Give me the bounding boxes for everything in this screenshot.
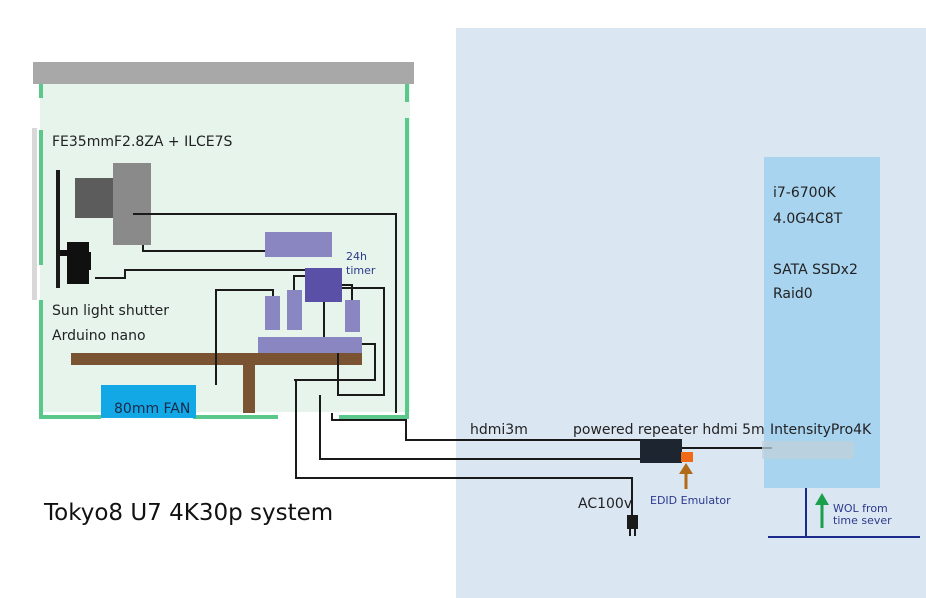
pc-storage-label: SATA SSDx2 xyxy=(773,262,858,278)
enclosure-roof xyxy=(33,62,414,84)
camera-lens xyxy=(75,178,117,218)
ac-plug-pin-2 xyxy=(634,529,636,536)
adapter-3 xyxy=(345,300,360,332)
cable-hdmi-a xyxy=(331,413,640,441)
enclosure-right-wall xyxy=(405,118,409,418)
fan xyxy=(101,385,196,418)
fan-label: 80mm FAN xyxy=(114,401,191,417)
shutter-arm xyxy=(56,170,60,288)
shutter-label: Sun light shutter xyxy=(52,303,169,319)
cable-camera-power xyxy=(142,245,265,252)
edid-arrow-head xyxy=(679,463,693,474)
cable-strip-2 xyxy=(337,287,385,396)
pc-raid-label: Raid0 xyxy=(773,286,813,302)
cable-adapter2 xyxy=(293,275,305,290)
edid-emulator-plug xyxy=(681,452,693,462)
adapter-2 xyxy=(287,290,302,330)
ac-plug xyxy=(627,515,638,529)
enclosure-left-wall-lower xyxy=(39,300,43,418)
hdmi3m-label: hdmi3m xyxy=(470,422,528,438)
power-strip xyxy=(258,337,362,353)
wol-arrow-head xyxy=(815,493,829,505)
edid-label: EDID Emulator xyxy=(650,494,731,507)
camera-label: FE35mmF2.8ZA + ILCE7S xyxy=(52,134,233,150)
adapter-1 xyxy=(265,296,280,330)
shutter-servo-tab xyxy=(60,250,70,256)
cables xyxy=(95,213,772,528)
cable-ac-main xyxy=(295,380,633,528)
timer-24h-label: 24h xyxy=(346,250,367,263)
cable-fan xyxy=(215,289,274,385)
ac100v-label: AC100v xyxy=(578,496,633,512)
repeater-label: powered repeater hdmi 5m xyxy=(573,422,765,438)
window-glass xyxy=(32,128,37,300)
cable-adapter3 xyxy=(342,284,353,300)
powered-repeater xyxy=(640,439,682,463)
camera-body xyxy=(113,163,151,245)
enclosure-floor-right xyxy=(339,415,409,419)
timer-24h xyxy=(305,268,342,302)
shutter-servo xyxy=(67,242,89,284)
pc-cores-label: 4.0G4C8T xyxy=(773,211,843,227)
enclosure-right-wall-top xyxy=(405,84,409,102)
cable-hdmi-b xyxy=(319,395,640,460)
pc-tower xyxy=(764,157,880,488)
ac-plug-pin-1 xyxy=(629,529,631,536)
cable-camera-shutter xyxy=(133,213,397,413)
pc-cpu-label: i7-6700K xyxy=(773,185,836,201)
cable-ac-outer xyxy=(294,343,376,381)
enclosure-floor-mid xyxy=(193,415,278,419)
enclosure-floor-left xyxy=(39,415,101,419)
diagram-title: Tokyo8 U7 4K30p system xyxy=(44,500,334,526)
timer-label: timer xyxy=(346,264,376,277)
arduino-label: Arduino nano xyxy=(52,328,146,344)
shutter-servo-arm xyxy=(89,252,91,270)
enclosure-left-wall xyxy=(39,130,43,265)
wol-label-1: WOL from xyxy=(833,502,888,515)
shelf-leg xyxy=(243,363,255,413)
arduino-board xyxy=(265,232,332,257)
intensitypro-card xyxy=(762,441,854,459)
enclosure-left-wall-top xyxy=(39,84,43,98)
wol-label-2: time sever xyxy=(833,514,892,527)
intensity-label: IntensityPro4K xyxy=(770,422,872,438)
cable-servo-arduino xyxy=(95,269,305,279)
